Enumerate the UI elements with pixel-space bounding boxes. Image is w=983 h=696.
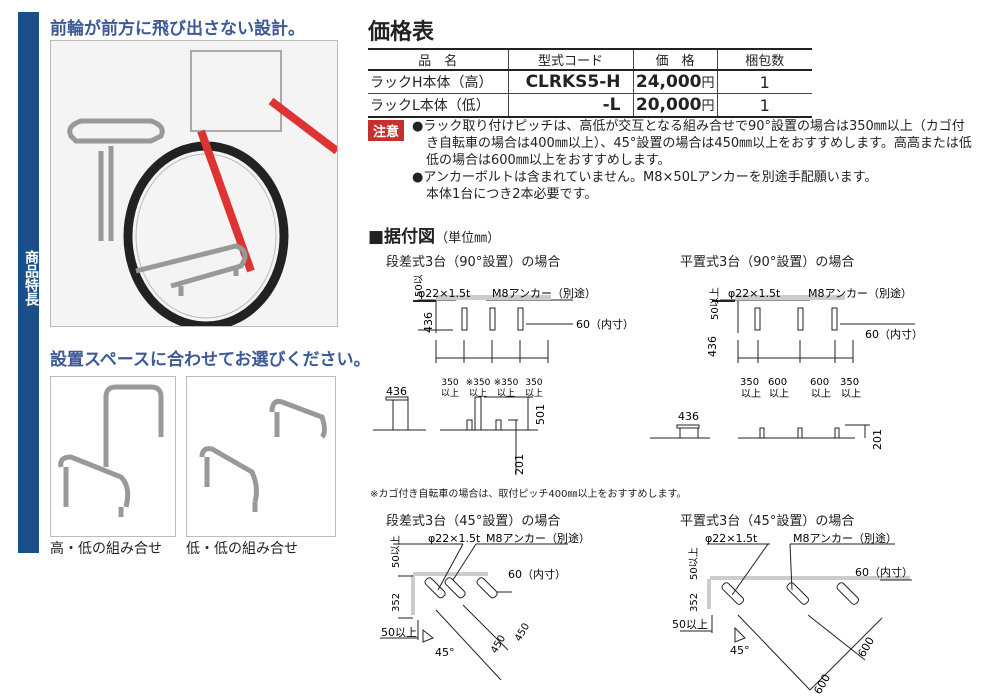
anchor-label: M8アンカー（別途）: [808, 286, 912, 300]
low-low-rack-illustration: [199, 399, 327, 512]
diagram-flat-45: φ22×1.5t M8アンカー（別途） 60（内寸） 50以上 352 50以上…: [672, 531, 913, 696]
product-qty: 1: [716, 70, 812, 94]
price-unit: 円: [701, 99, 715, 114]
pipe-spec-label: φ22×1.5t: [705, 532, 758, 545]
depth-352-label: 352: [391, 593, 402, 612]
angle-label: 45°: [435, 646, 455, 659]
table-header-row: 品 名 型式コード 価 格 梱包数: [368, 48, 812, 71]
min-label: 以上: [741, 388, 761, 400]
side-bar: [18, 12, 39, 553]
anchor-label: M8アンカー（別途）: [793, 531, 897, 545]
bicycle-illustration: [51, 41, 340, 331]
note-item: ●アンカーボルトは含まれていません。M8×50Lアンカーを別途手配願います。: [412, 170, 878, 185]
price-value: 20,000: [635, 95, 702, 115]
diagram1-title: 段差式3台（90°設置）の場合: [386, 255, 561, 270]
inner-size-label: 60（内寸）: [508, 567, 566, 581]
product-name: ラックL本体（低）: [368, 93, 508, 118]
install-heading: ■据付図（単位㎜）: [368, 222, 500, 247]
min-50-side-label: 50以上: [381, 626, 417, 639]
high-low-photo: [50, 376, 176, 537]
install-title: ■据付図: [368, 227, 436, 247]
product-qty: 1: [716, 93, 812, 118]
width-436-label: 436: [386, 385, 407, 398]
side-label: 商品特長: [23, 250, 39, 306]
height-201-label: 201: [513, 454, 526, 475]
min-label: 以上: [497, 388, 515, 399]
header-qty: 梱包数: [716, 48, 812, 71]
pitch-dim: 350: [525, 378, 542, 388]
inner-size-label: 60（内寸）: [855, 565, 913, 579]
pipe-spec-label: φ22×1.5t: [418, 287, 471, 300]
min-label: 以上: [441, 388, 459, 399]
angle-label: 45°: [730, 644, 750, 657]
price-value: 24,000: [635, 72, 702, 92]
pitch-dim: 350: [441, 378, 458, 388]
inner-size-label: 60（内寸）: [865, 327, 923, 341]
pitch-dim: 450: [489, 633, 508, 655]
low-low-photo: [186, 376, 336, 537]
install-unit: （単位㎜）: [435, 231, 501, 246]
pitch-dim: 600: [811, 672, 833, 696]
basket-footnote: ※カゴ付き自転車の場合は、取付ピッチ400㎜以上をおすすめします。: [370, 489, 687, 500]
min-label: 以上: [769, 388, 789, 400]
price-table-title: 価格表: [368, 20, 435, 45]
depth-436-label: 436: [422, 312, 435, 333]
min-label: 以上: [469, 388, 487, 399]
product-price: 20,000円: [632, 93, 717, 118]
pitch-dim: 600: [768, 377, 787, 388]
diagram2-title: 平置式3台（90°設置）の場合: [680, 255, 855, 270]
pitch-dim: 600: [855, 635, 877, 660]
diagram-stepped-45: φ22×1.5t M8アンカー（別途） 60（内寸） 50以上 352 50以上…: [380, 531, 590, 680]
min-50-label: 50以上: [413, 275, 425, 297]
height-501-label: 501: [534, 404, 547, 425]
min-label: 以上: [811, 388, 831, 400]
min-label: 以上: [841, 388, 861, 400]
caution-badge: 注意: [368, 120, 405, 141]
min-50-label: 50以上: [688, 547, 700, 580]
min-50-side-label: 50以上: [672, 618, 708, 631]
price-table: 品 名 型式コード 価 格 梱包数 ラックH本体（高） CLRKS5-H 24,…: [368, 48, 812, 118]
header-name: 品 名: [368, 48, 508, 71]
table-row: ラックH本体（高） CLRKS5-H 24,000円 1: [368, 70, 812, 94]
caption-high-low: 高・低の組み合せ: [50, 541, 162, 557]
header-price: 価 格: [632, 48, 717, 71]
pitch-dim: 350: [840, 377, 859, 388]
pipe-spec-label: φ22×1.5t: [428, 532, 481, 545]
anchor-label: M8アンカー（別途）: [492, 286, 596, 300]
depth-436-label: 436: [706, 336, 719, 357]
price-unit: 円: [701, 76, 715, 91]
height-201-label: 201: [871, 429, 884, 450]
diagram-flat-90: φ22×1.5t M8アンカー（別途） 60（内寸） 436 50以上 350 …: [650, 286, 923, 450]
pitch-dim: 450: [513, 621, 532, 643]
min-label: 以上: [525, 388, 543, 399]
diagram4-title: 平置式3台（45°設置）の場合: [680, 514, 855, 529]
caption-low-low: 低・低の組み合せ: [186, 541, 298, 557]
product-name: ラックH本体（高）: [368, 70, 508, 94]
diagram-stepped-90: φ22×1.5t M8アンカー（別途） 60（内寸） 436 50以上 350 …: [373, 275, 634, 475]
pitch-dim: 600: [810, 377, 829, 388]
bicycle-rack-photo: [50, 40, 340, 331]
product-code: -L: [507, 93, 633, 118]
table-row: ラックL本体（低） -L 20,000円 1: [368, 93, 812, 118]
min-50-label: 50以上: [709, 287, 721, 320]
pitch-dim: ※350: [466, 378, 491, 388]
selection-heading: 設置スペースに合わせてお選びください。: [50, 350, 371, 370]
header-code: 型式コード: [507, 48, 633, 71]
pitch-dim: 350: [740, 377, 759, 388]
pitch-dim: ※350: [494, 378, 519, 388]
note-item: ●ラック取り付けピッチは、高低が交互となる組み合せで90°設置の場合は350㎜以…: [412, 119, 972, 168]
min-50-label: 50以上: [390, 535, 402, 568]
inner-size-label: 60（内寸）: [576, 317, 634, 331]
feature-heading: 前輪が前方に飛び出さない設計。: [50, 19, 305, 39]
anchor-label: M8アンカー（別途）: [486, 531, 590, 545]
pipe-spec-label: φ22×1.5t: [728, 287, 781, 300]
note-sub: 本体1台につき2本必要です。: [426, 187, 598, 202]
width-436-label: 436: [678, 410, 699, 423]
caution-notes: ●ラック取り付けピッチは、高低が交互となる組み合せで90°設置の場合は350㎜以…: [412, 118, 972, 203]
product-code: CLRKS5-H: [507, 70, 633, 94]
product-price: 24,000円: [632, 70, 717, 94]
high-low-rack-illustration: [58, 384, 164, 517]
diagram3-title: 段差式3台（45°設置）の場合: [386, 514, 561, 529]
depth-352-label: 352: [689, 593, 700, 612]
